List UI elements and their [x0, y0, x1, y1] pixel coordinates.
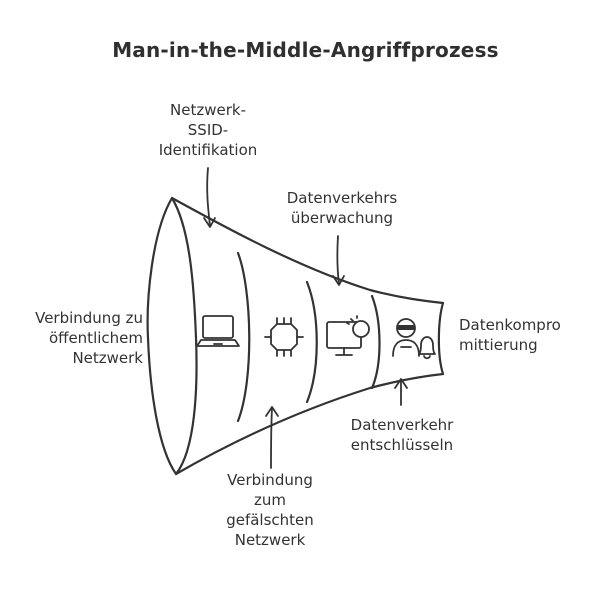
label-line: Verbindung: [227, 471, 313, 489]
label-line: entschlüsseln: [350, 436, 454, 454]
segment-divider-1: [236, 251, 251, 423]
arrow-decrypt: [394, 378, 408, 406]
label-line: Netzwerk-: [170, 101, 246, 119]
funnel-bottom-edge: [174, 372, 445, 476]
label-line: Netzwerk: [72, 349, 143, 367]
label-line: Datenverkehr: [350, 416, 454, 434]
label-line: überwachung: [290, 209, 394, 227]
label-line: Datenverkehrs: [286, 189, 398, 207]
hacker-icon: [392, 318, 420, 357]
label-decrypt-traffic: Datenverkehr entschlüsseln: [322, 415, 482, 455]
laptop-icon: [196, 315, 240, 347]
label-network-ssid-identification: Netzwerk- SSID- Identifikation: [128, 100, 288, 160]
label-data-compromise: Datenkompro mittierung: [459, 315, 609, 355]
label-line: Netzwerk: [234, 531, 306, 549]
arrow-traffic: [332, 235, 345, 286]
bell-icon: [418, 336, 436, 360]
label-line: Identifikation: [158, 141, 258, 159]
arrow-ssid: [203, 167, 216, 228]
funnel-tip: [437, 301, 445, 376]
label-line: SSID-: [187, 121, 229, 139]
network-chip-icon: [264, 317, 304, 357]
label-line: zum: [254, 491, 286, 509]
segment-divider-2: [305, 280, 318, 404]
segment-divider-3: [370, 294, 381, 390]
funnel: [146, 196, 445, 476]
label-line: gefälschten: [226, 511, 314, 529]
label-connect-fake-network: Verbindung zum gefälschten Netzwerk: [195, 470, 345, 550]
diagram-title: Man-in-the-Middle-Angriffprozess: [112, 38, 499, 62]
label-line: öffentlichem: [48, 329, 143, 347]
label-line: mittierung: [459, 336, 538, 354]
funnel-mouth: [146, 196, 198, 476]
arrow-fake-network: [265, 406, 279, 469]
label-connect-public-network: Verbindung zu öffentlichem Netzwerk: [2, 308, 143, 368]
label-line: Datenkompro: [459, 316, 561, 334]
label-line: Verbindung zu: [35, 309, 143, 327]
label-traffic-monitoring: Datenverkehrs überwachung: [262, 188, 422, 228]
monitor-icon: [326, 315, 370, 356]
